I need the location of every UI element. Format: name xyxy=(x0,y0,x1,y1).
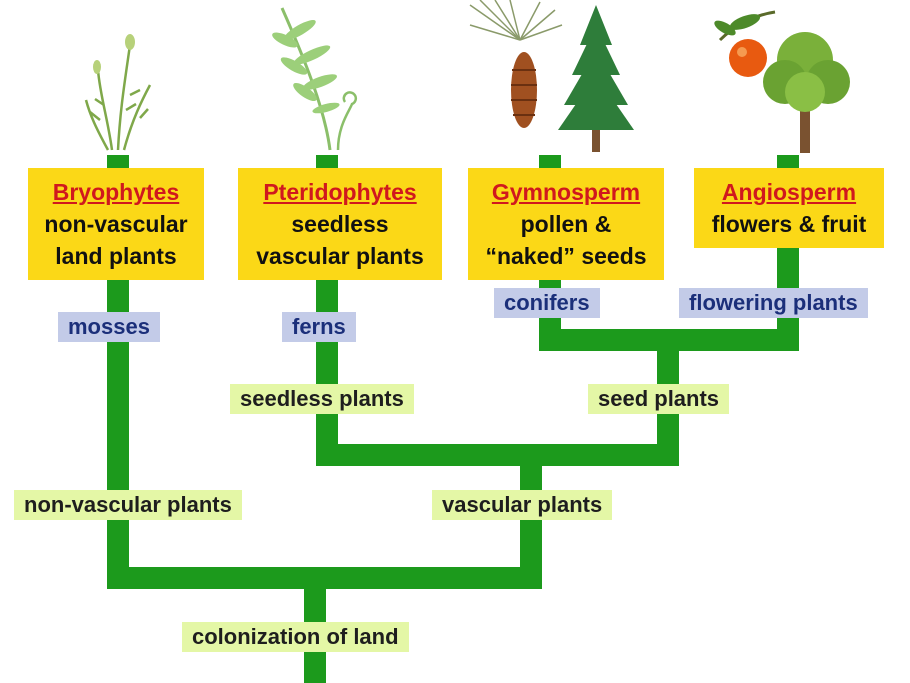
pine-cone-icon xyxy=(469,0,563,128)
group-pteridophytes: Pteridophytes seedless vascular plants xyxy=(238,168,442,280)
clade-vascular-plants: vascular plants xyxy=(432,490,613,520)
group-desc-bryophytes-1: non-vascular xyxy=(44,211,188,237)
tree-branches xyxy=(107,155,799,683)
group-desc-angiosperm-1: flowers & fruit xyxy=(711,211,867,237)
group-desc-gymnosperm-2: “naked” seeds xyxy=(485,243,647,269)
group-gymnosperm: Gymnosperm pollen & “naked” seeds xyxy=(468,168,664,280)
example-ferns: ferns xyxy=(282,312,356,342)
group-name-gymnosperm: Gymnosperm xyxy=(491,179,641,205)
clade-colonization-of-land: colonization of land xyxy=(182,622,409,652)
group-desc-bryophytes-2: land plants xyxy=(55,243,177,269)
group-name-pteridophytes: Pteridophytes xyxy=(263,179,417,205)
group-angiosperm: Angiosperm flowers & fruit xyxy=(694,168,884,248)
example-flowering-plants: flowering plants xyxy=(679,288,868,318)
clade-seedless-plants: seedless plants xyxy=(230,384,414,414)
moss-icon xyxy=(84,34,152,151)
fern-icon xyxy=(272,7,358,151)
example-conifers: conifers xyxy=(494,288,600,318)
group-desc-pteridophytes-1: seedless xyxy=(291,211,389,237)
group-name-angiosperm: Angiosperm xyxy=(721,179,857,205)
deciduous-tree-icon xyxy=(763,32,850,153)
example-mosses: mosses xyxy=(58,312,160,342)
group-desc-gymnosperm-1: pollen & xyxy=(520,211,612,237)
clade-seed-plants: seed plants xyxy=(588,384,730,414)
clade-non-vascular-plants: non-vascular plants xyxy=(14,490,242,520)
conifer-tree-icon xyxy=(558,5,634,152)
group-bryophytes: Bryophytes non-vascular land plants xyxy=(28,168,204,280)
orange-fruit-icon xyxy=(714,10,776,77)
group-desc-pteridophytes-2: vascular plants xyxy=(256,243,424,269)
group-name-bryophytes: Bryophytes xyxy=(52,179,180,205)
